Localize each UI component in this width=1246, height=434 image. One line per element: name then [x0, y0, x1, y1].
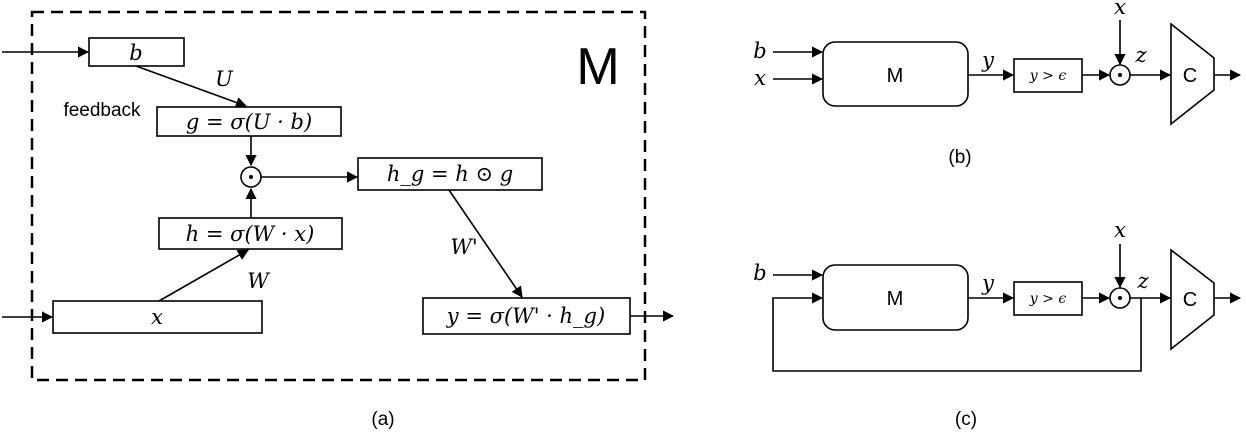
classifier-label: C — [1183, 65, 1197, 87]
top-x-label: x — [1114, 218, 1126, 242]
threshold-label: y > ϵ — [1029, 291, 1067, 307]
module-m-box — [822, 41, 969, 107]
caption-c: (c) — [955, 409, 977, 430]
module-m-label: M — [887, 65, 904, 87]
gate-dot — [1118, 296, 1122, 300]
classifier-label: C — [1183, 289, 1197, 311]
gate-dot — [1118, 73, 1122, 77]
module-label: M — [576, 38, 619, 96]
edge-wprime — [448, 189, 523, 298]
caption-a: (a) — [371, 409, 394, 430]
box-x-label: x — [151, 305, 163, 329]
classifier-shape — [1170, 22, 1215, 126]
feedback-label: feedback — [63, 100, 141, 121]
edge-w — [158, 249, 249, 302]
module-boundary — [30, 10, 647, 382]
box-g — [156, 106, 342, 137]
edge-u — [135, 65, 248, 108]
box-b-label: b — [129, 41, 142, 65]
caption-b: (b) — [948, 147, 971, 168]
box-y-label: y = σ(W' · h_g) — [446, 304, 605, 328]
top-x-label: x — [1114, 0, 1126, 19]
input-b-label: b — [753, 261, 766, 285]
box-h-label: h = σ(W · x) — [186, 222, 315, 246]
threshold-box — [1013, 58, 1083, 93]
panel-b: b x M y y > ϵ x z C (b) — [753, 0, 1242, 168]
edge-w-label: W — [247, 269, 271, 293]
panel-a: M b U feedback g = σ(U · b) h_g = h ⊙ g … — [2, 10, 675, 430]
z-label: z — [1134, 43, 1147, 67]
module-m-label: M — [887, 288, 904, 310]
box-x — [52, 300, 263, 334]
box-hg — [357, 157, 543, 191]
input-x-label: x — [754, 66, 766, 90]
z-label: z — [1136, 269, 1149, 293]
classifier-shape — [1170, 248, 1215, 351]
box-hg-label: h_g = h ⊙ g — [387, 162, 513, 186]
feedback-loop — [772, 292, 1142, 372]
box-y — [422, 297, 631, 335]
gate-dot — [249, 175, 253, 179]
edge-u-label: U — [215, 67, 234, 91]
output-y-label: y — [981, 48, 995, 72]
threshold-label: y > ϵ — [1029, 68, 1067, 84]
output-y-label: y — [981, 271, 995, 295]
input-b-label: b — [753, 39, 766, 63]
panel-c: b M y y > ϵ x z C (c) — [753, 218, 1242, 430]
edge-wprime-label: W' — [450, 235, 477, 259]
box-g-label: g = σ(U · b) — [186, 110, 312, 134]
box-b — [88, 37, 185, 67]
